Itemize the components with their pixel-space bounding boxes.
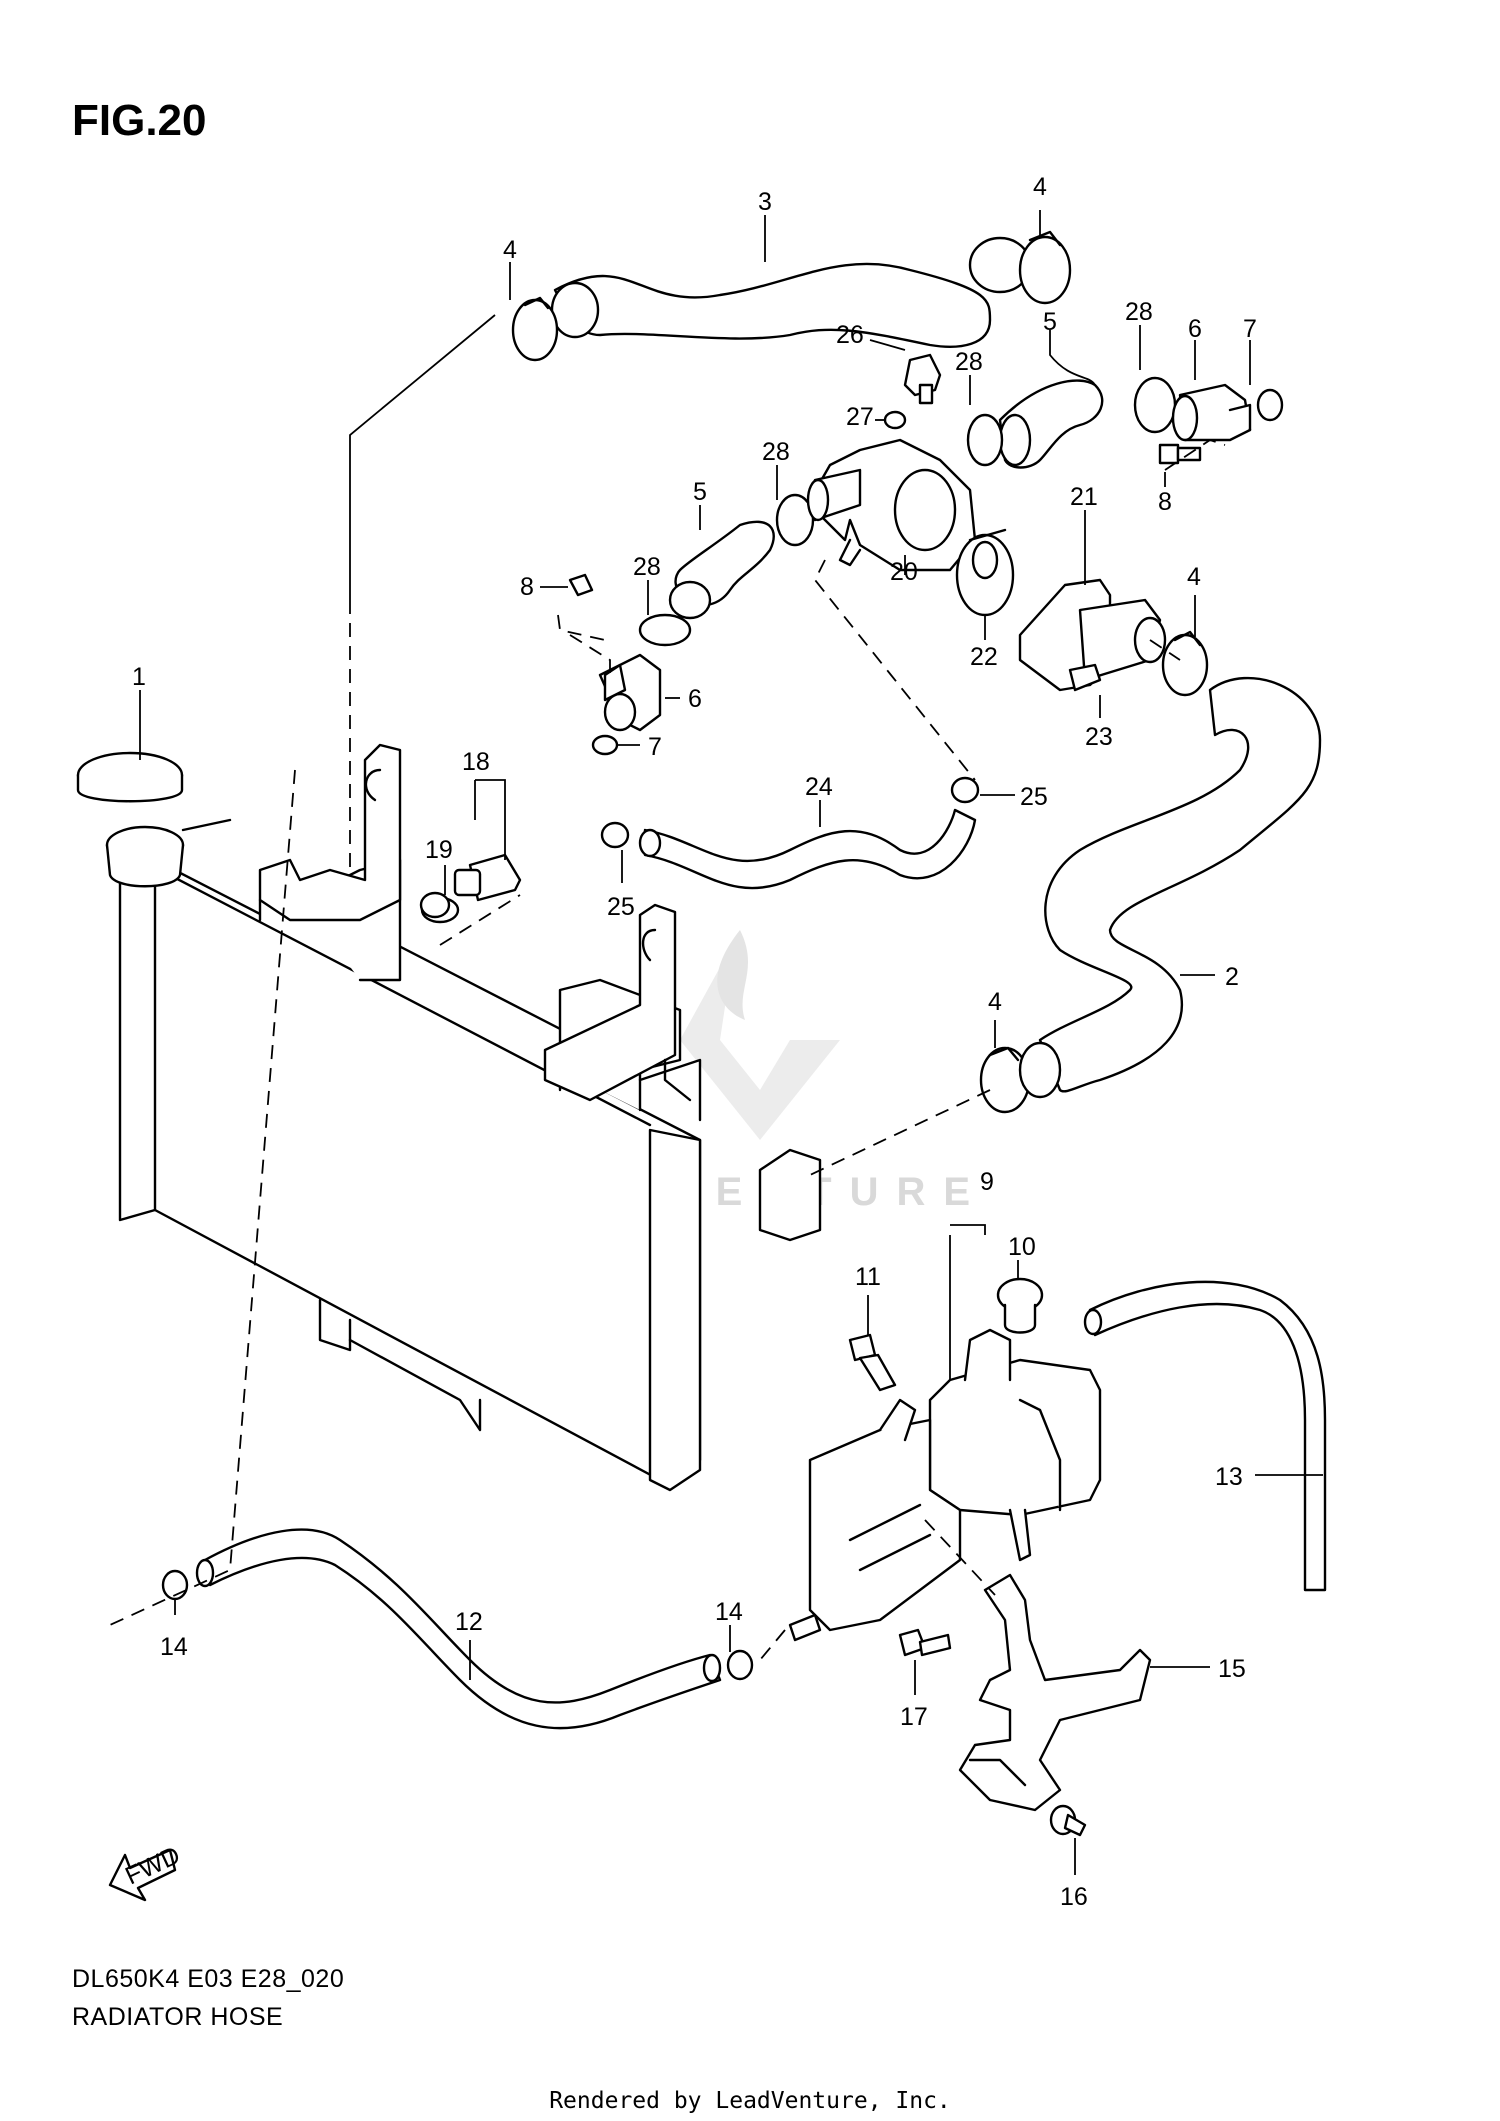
thermostat-housing [806,438,977,572]
callout-4d: 4 [988,988,1002,1016]
callout-5b: 5 [693,478,707,506]
clamp-4a [511,296,559,362]
callout-19: 19 [425,836,453,864]
bracket-15 [958,1573,1152,1812]
callout-4a: 4 [503,236,517,264]
radiator-cap [76,751,232,888]
callout-8b: 8 [520,573,534,601]
clamp-4c [1161,630,1209,697]
callout-20: 20 [890,558,918,586]
bolt-8b [568,573,594,597]
hose-13 [1083,1280,1327,1592]
callout-28d: 28 [633,553,661,581]
connection-lines [109,314,1226,1661]
fwd-label: FWD [121,1841,184,1890]
pipe-6a [1171,383,1252,442]
callout-4b: 4 [1033,173,1047,201]
callout-27: 27 [846,403,874,431]
leader-lines [139,210,1323,1875]
bolt-17 [898,1628,952,1657]
callout-7a: 7 [1243,315,1257,343]
reservoir-cap [996,1277,1044,1334]
callout-7b: 7 [648,733,662,761]
callout-18: 18 [462,748,490,776]
callout-28c: 28 [762,438,790,466]
callout-21: 21 [1070,483,1098,511]
washer-27 [883,410,907,430]
callout-14a: 14 [160,1633,188,1661]
figure-title: FIG.20 [72,96,207,145]
callout-4c: 4 [1187,563,1201,591]
hose-24 [638,808,977,890]
clamp-28c [775,493,815,547]
callout-5a: 5 [1043,308,1057,336]
callout-13: 13 [1215,1463,1243,1491]
thermo-sensor [903,353,942,405]
callout-12: 12 [455,1608,483,1636]
pipe-6b [598,653,662,732]
rivet-16 [1049,1804,1087,1837]
reservoir-bracket [808,1398,1032,1632]
model-code: DL650K4 E03 E28_020 [72,1965,345,1993]
hose-5a [998,379,1104,469]
callout-10: 10 [1008,1233,1036,1261]
render-credit: Rendered by LeadVenture, Inc. [549,2088,951,2114]
bolt-23 [1068,663,1102,692]
hose-3 [550,236,1032,348]
callout-6b: 6 [688,685,702,713]
clamp-25a [600,821,630,849]
clamp-14b [726,1649,754,1681]
fwd-arrow: FWD [108,1841,184,1902]
callout-17: 17 [900,1703,928,1731]
callout-numbers: 3 4 4 5 28 6 7 8 28 26 27 28 5 28 8 6 7 … [132,173,1257,1911]
callout-9: 9 [980,1168,994,1196]
callout-11: 11 [855,1263,881,1291]
hose-12 [195,1528,722,1730]
callout-22: 22 [970,643,998,671]
bolt-8a [1158,443,1202,465]
o-ring-7a [1256,388,1284,422]
reservoir-tank [928,1328,1102,1517]
callout-23: 23 [1085,723,1113,751]
callout-24: 24 [805,773,833,801]
o-ring-19 [419,891,451,919]
callout-14b: 14 [715,1598,743,1626]
callout-16: 16 [1060,1883,1088,1911]
radiator-bracket-center [543,903,692,1102]
callout-25a: 25 [607,893,635,921]
section-name: RADIATOR HOSE [72,2003,284,2031]
callout-26: 26 [836,321,864,349]
callout-28b: 28 [1125,298,1153,326]
bolt-11 [848,1333,897,1392]
clamp-25b [950,776,980,804]
callout-8a: 8 [1158,488,1172,516]
clamp-28b [1133,376,1177,434]
callout-15: 15 [1218,1655,1246,1683]
drain-nipple [788,1613,822,1642]
clamp-4b [1018,230,1072,305]
clamp-28d [638,613,692,647]
callout-28a: 28 [955,348,983,376]
clamp-28a [966,413,1004,467]
callout-1: 1 [132,663,146,691]
callout-6a: 6 [1188,315,1202,343]
radiator-bracket-upper [258,743,402,922]
callout-25b: 25 [1020,783,1048,811]
hose-5b [668,520,775,620]
callout-2: 2 [1225,963,1239,991]
hose-2 [1018,676,1322,1099]
o-ring-7b [591,734,619,756]
callout-3: 3 [758,188,772,216]
